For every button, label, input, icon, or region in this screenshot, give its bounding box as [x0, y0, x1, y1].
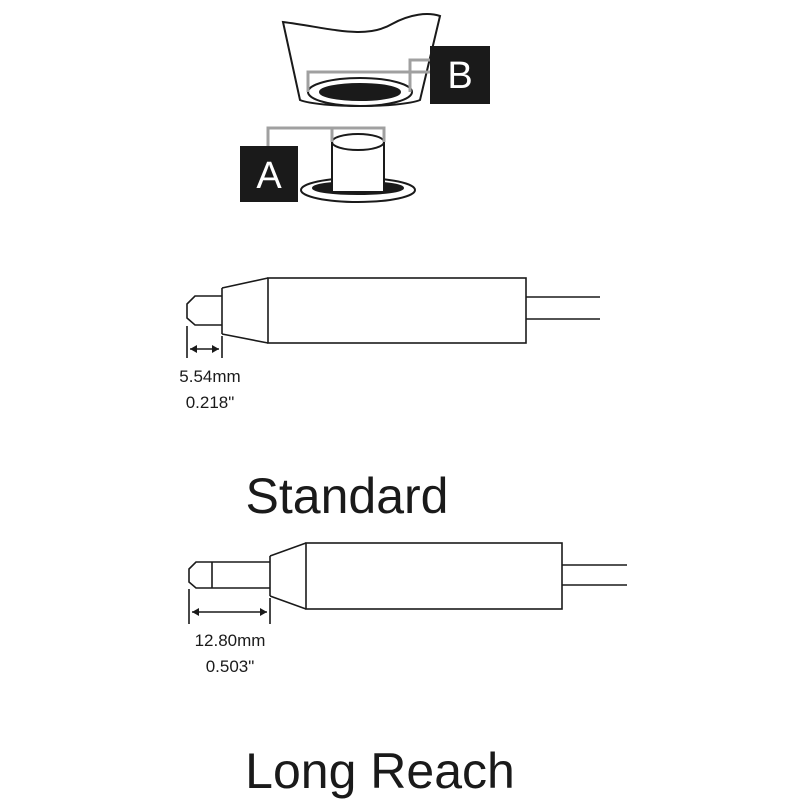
post-top [331, 133, 385, 151]
label-b: B [430, 46, 490, 104]
label-a-text: A [256, 155, 282, 197]
long-reach-tip-drawing [188, 542, 627, 610]
leader-line-a [266, 126, 386, 146]
long-reach-tip-barrel [305, 542, 563, 610]
long-reach-tip-cone [269, 542, 307, 610]
post-illustration [300, 133, 416, 203]
long-reach-dim-mm: 12.80mm [195, 631, 266, 650]
long-reach-dim-in: 0.503" [206, 657, 255, 676]
label-a-box [240, 146, 298, 202]
label-b-box [430, 46, 490, 104]
leader-line-b [306, 58, 430, 92]
long-reach-title: Long Reach [245, 743, 515, 799]
standard-tip-cone [221, 277, 269, 344]
standard-title: Standard [246, 468, 449, 524]
standard-dimension [186, 326, 223, 358]
cup-opening [319, 83, 401, 101]
long-reach-tip-nose [188, 561, 212, 589]
standard-tip-drawing [186, 277, 600, 344]
label-b-text: B [447, 55, 472, 97]
standard-tip-nose [186, 295, 222, 326]
long-reach-dimension [188, 589, 271, 624]
label-a: A [240, 146, 298, 202]
long-reach-tip-neck [212, 561, 270, 589]
standard-tip-barrel [267, 277, 527, 344]
standard-dim-in: 0.218" [186, 393, 235, 412]
post-cylinder [331, 142, 385, 193]
standard-dim-mm: 5.54mm [179, 367, 240, 386]
